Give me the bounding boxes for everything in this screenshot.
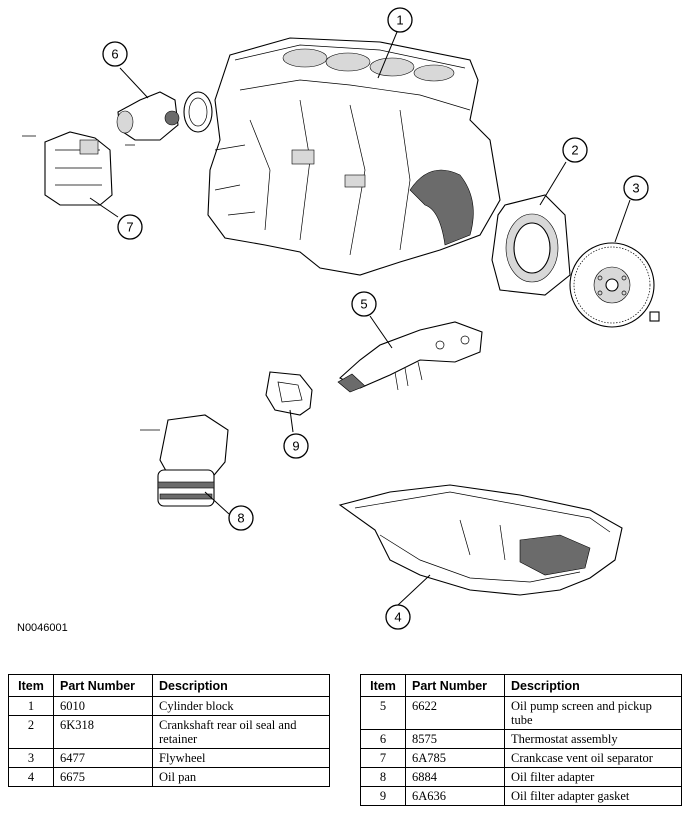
cell-description: Oil pump screen and pickup tube: [504, 696, 682, 730]
callout-5: 5: [351, 291, 377, 317]
header-description: Description: [152, 674, 330, 697]
cell-part-number: 8575: [405, 729, 505, 749]
svg-text:2: 2: [571, 143, 578, 158]
cell-description: Flywheel: [152, 748, 330, 768]
cell-part-number: 6622: [405, 696, 505, 730]
callout-9: 9: [283, 433, 309, 459]
oil-pickup-tube-illustration: [337, 321, 483, 393]
cell-part-number: 6477: [53, 748, 153, 768]
callout-7: 7: [117, 214, 143, 240]
cell-part-number: 6884: [405, 767, 505, 787]
leader-line-2: [539, 161, 567, 206]
svg-text:7: 7: [126, 220, 133, 235]
cell-item: 5: [360, 696, 406, 730]
thermostat-illustration: [116, 91, 213, 141]
callout-6: 6: [102, 41, 128, 67]
header-part-number: Part Number: [405, 674, 505, 697]
callout-3: 3: [623, 175, 649, 201]
callout-8: 8: [228, 505, 254, 531]
header-item: Item: [360, 674, 406, 697]
table-header-row: Item Part Number Description: [360, 674, 682, 697]
oil-filter-adapter-illustration: [140, 414, 229, 507]
leader-line-4: [397, 574, 431, 606]
oil-separator-illustration: [22, 131, 135, 206]
svg-text:5: 5: [360, 297, 367, 312]
adapter-gasket-illustration: [265, 371, 313, 416]
table-header-row: Item Part Number Description: [8, 674, 330, 697]
header-part-number: Part Number: [53, 674, 153, 697]
cell-description: Crankshaft rear oil seal and retainer: [152, 715, 330, 749]
oil-pan-illustration: [338, 484, 623, 596]
cell-part-number: 6010: [53, 696, 153, 716]
cell-part-number: 6675: [53, 767, 153, 787]
cell-item: 2: [8, 715, 54, 749]
cell-item: 3: [8, 748, 54, 768]
cell-description: Oil pan: [152, 767, 330, 787]
cell-part-number: 6A785: [405, 748, 505, 768]
callout-4: 4: [385, 604, 411, 630]
exploded-parts-diagram: 1 2 3 4 5 6 7 8 9: [22, 7, 660, 630]
leader-line-5: [369, 315, 393, 349]
cell-part-number: 6K318: [53, 715, 153, 749]
leader-line-9: [289, 409, 294, 433]
svg-text:9: 9: [292, 439, 299, 454]
flywheel-illustration: [569, 242, 660, 328]
cell-description: Oil filter adapter gasket: [504, 786, 682, 806]
svg-text:6: 6: [111, 47, 118, 62]
callout-1: 1: [387, 7, 413, 33]
cell-description: Thermostat assembly: [504, 729, 682, 749]
cylinder-block-illustration: [207, 37, 501, 276]
svg-text:3: 3: [632, 181, 639, 196]
cell-part-number: 6A636: [405, 786, 505, 806]
svg-text:1: 1: [396, 13, 403, 28]
figure-id-label: N0046001: [17, 622, 68, 634]
cell-description: Oil filter adapter: [504, 767, 682, 787]
callout-2: 2: [562, 137, 588, 163]
leader-line-1: [377, 31, 398, 79]
cell-item: 8: [360, 767, 406, 787]
cell-item: 9: [360, 786, 406, 806]
header-description: Description: [504, 674, 682, 697]
cell-item: 1: [8, 696, 54, 716]
rear-oil-seal-illustration: [491, 194, 571, 296]
svg-text:4: 4: [394, 610, 401, 625]
leader-line-7: [89, 197, 119, 218]
leader-line-8: [204, 491, 230, 515]
leader-line-3: [614, 199, 631, 243]
cell-item: 4: [8, 767, 54, 787]
header-item: Item: [8, 674, 54, 697]
cell-item: 7: [360, 748, 406, 768]
cell-description: Cylinder block: [152, 696, 330, 716]
cell-item: 6: [360, 729, 406, 749]
leader-line-6: [119, 67, 149, 99]
cell-description: Crankcase vent oil separator: [504, 748, 682, 768]
svg-text:8: 8: [237, 511, 244, 526]
